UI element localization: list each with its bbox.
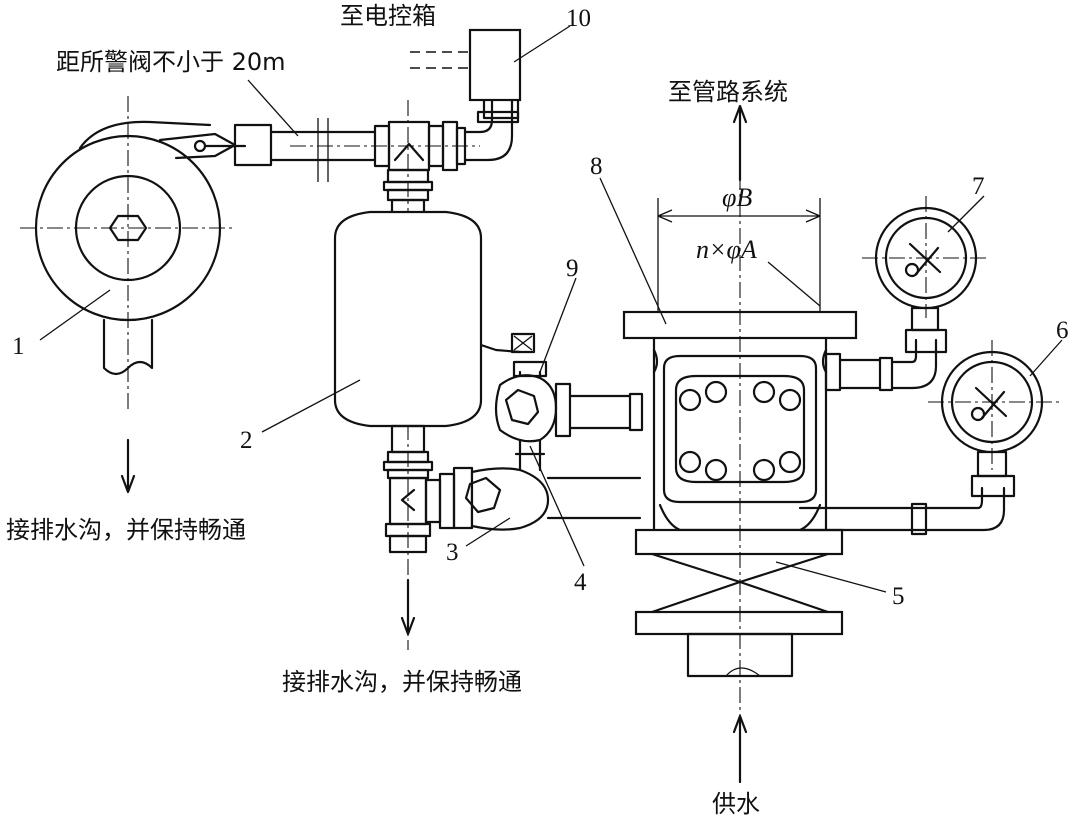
drain-arrows <box>120 438 416 636</box>
leader-lines <box>39 25 1063 593</box>
test-valve <box>452 466 642 531</box>
gauge-piping <box>798 306 1016 536</box>
callout-10: 10 <box>566 5 591 32</box>
label-water-supply: 供水 <box>712 790 760 818</box>
callout-3: 3 <box>446 539 459 566</box>
label-to-control-box: 至电控箱 <box>340 2 436 30</box>
alarm-line-valve <box>494 360 644 472</box>
label-distance-note: 距所警阀不小于 20m <box>56 48 286 76</box>
dimension-phi-b: φB <box>722 183 752 212</box>
dimension-n-phi-a: n×φA <box>696 235 757 264</box>
alarm-valve-body <box>622 104 858 784</box>
callout-1: 1 <box>12 333 25 360</box>
callout-2: 2 <box>240 427 253 454</box>
drain-cross <box>384 472 456 554</box>
label-drain-left: 接排水沟，并保持畅通 <box>6 516 246 544</box>
callout-4: 4 <box>574 569 587 596</box>
pressure-gauge-7 <box>862 196 990 318</box>
label-to-pipe-system: 至管路系统 <box>668 78 788 106</box>
callout-6: 6 <box>1056 317 1069 344</box>
callout-5: 5 <box>892 583 905 610</box>
callout-8: 8 <box>590 153 603 180</box>
callout-7: 7 <box>972 173 985 200</box>
callout-9: 9 <box>566 255 579 282</box>
pressure-gauge-6 <box>928 340 1060 470</box>
retard-chamber <box>333 168 536 480</box>
label-drain-center: 接排水沟，并保持畅通 <box>282 668 522 696</box>
bell-supply-pipe <box>269 118 480 182</box>
pressure-switch-assembly <box>410 28 522 162</box>
alarm-bell <box>20 96 273 410</box>
